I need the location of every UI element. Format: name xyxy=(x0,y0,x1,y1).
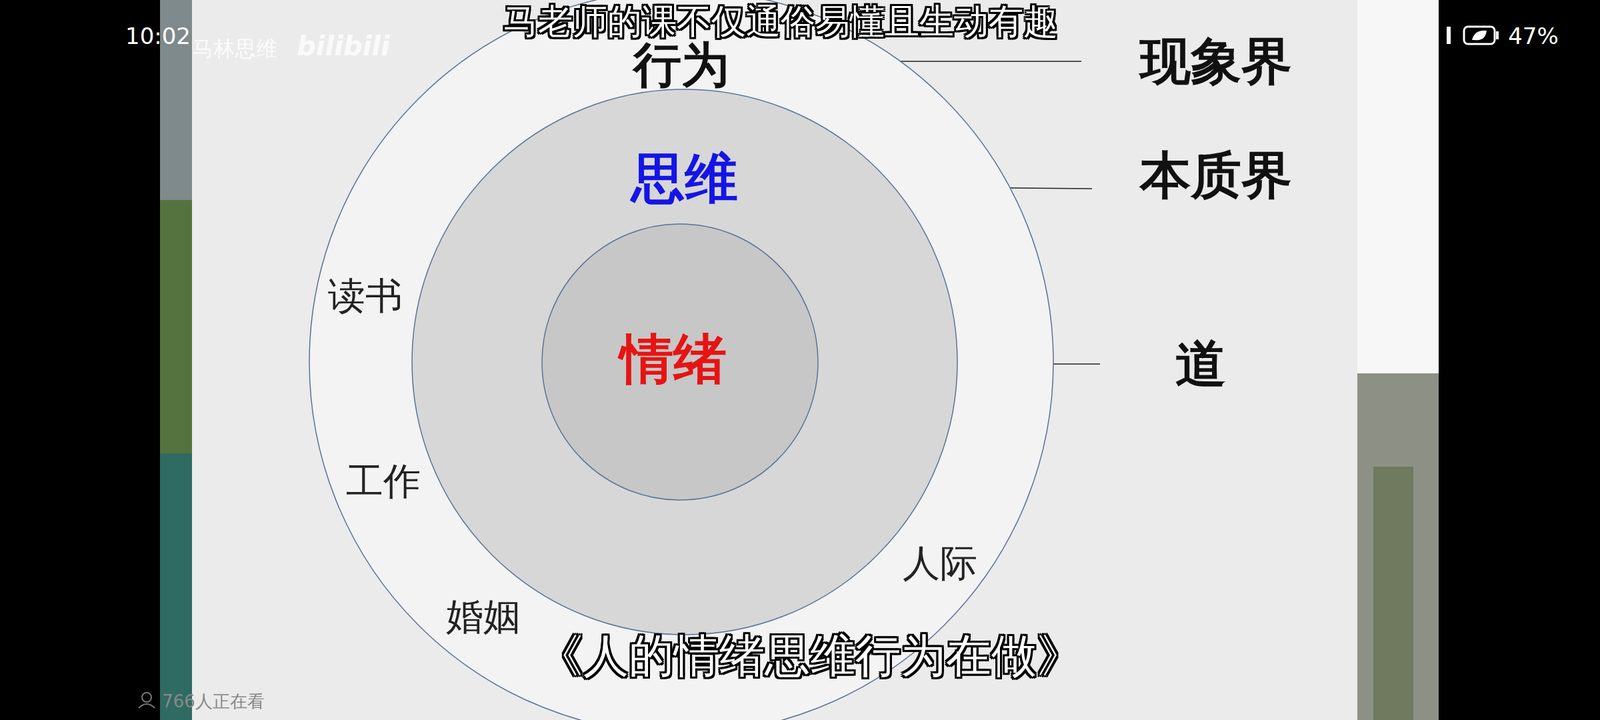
circle-title: 行为 xyxy=(633,40,730,89)
ring-item: 人际 xyxy=(902,544,978,582)
battery-icon xyxy=(1464,26,1495,44)
realm-label: 本质界 xyxy=(1140,150,1292,201)
circle-shape xyxy=(412,89,958,635)
emotion-circle: 情绪 xyxy=(541,223,819,501)
thinking-circle: 情绪 思维 xyxy=(411,88,958,636)
circle-shape xyxy=(309,0,1054,720)
tree xyxy=(160,200,192,454)
watermark: 马林思维 xyxy=(192,38,278,60)
trees xyxy=(1373,466,1414,720)
viewer-icon xyxy=(142,692,152,702)
watermark-logo: bilibili xyxy=(296,32,390,60)
circle-title: 思维 xyxy=(631,152,738,206)
leaf-icon xyxy=(1472,30,1487,40)
viewer-icon xyxy=(138,704,155,708)
circle-shape xyxy=(542,224,818,500)
ring-item: 婚姻 xyxy=(446,598,521,636)
behavior-circle: 情绪 思维 行为读书工作婚姻 人际 xyxy=(308,0,1054,720)
ring-item: 工作 xyxy=(346,462,421,500)
photo-strip xyxy=(160,0,192,720)
wall xyxy=(160,453,192,720)
photo-strip xyxy=(1357,0,1439,720)
realm-label: 现象界 xyxy=(1140,36,1292,87)
circle-title: 情绪 xyxy=(620,332,727,386)
ring-item: 读书 xyxy=(328,277,403,315)
realm-label: 道 xyxy=(1175,338,1226,390)
sky xyxy=(1357,0,1439,374)
signal-icon xyxy=(1446,26,1451,44)
subtitle: 《人的情绪思维行为在做》 xyxy=(538,633,1082,679)
battery-tip xyxy=(1496,31,1499,40)
subtitle: 马老师的课不仅通俗易懂且生动有趣 xyxy=(503,4,1058,39)
battery-percent: 47% xyxy=(1508,24,1559,48)
trees xyxy=(1357,373,1439,720)
status-time: 10:02 xyxy=(125,24,191,48)
viewer-count: 766人正在看 xyxy=(162,692,265,710)
